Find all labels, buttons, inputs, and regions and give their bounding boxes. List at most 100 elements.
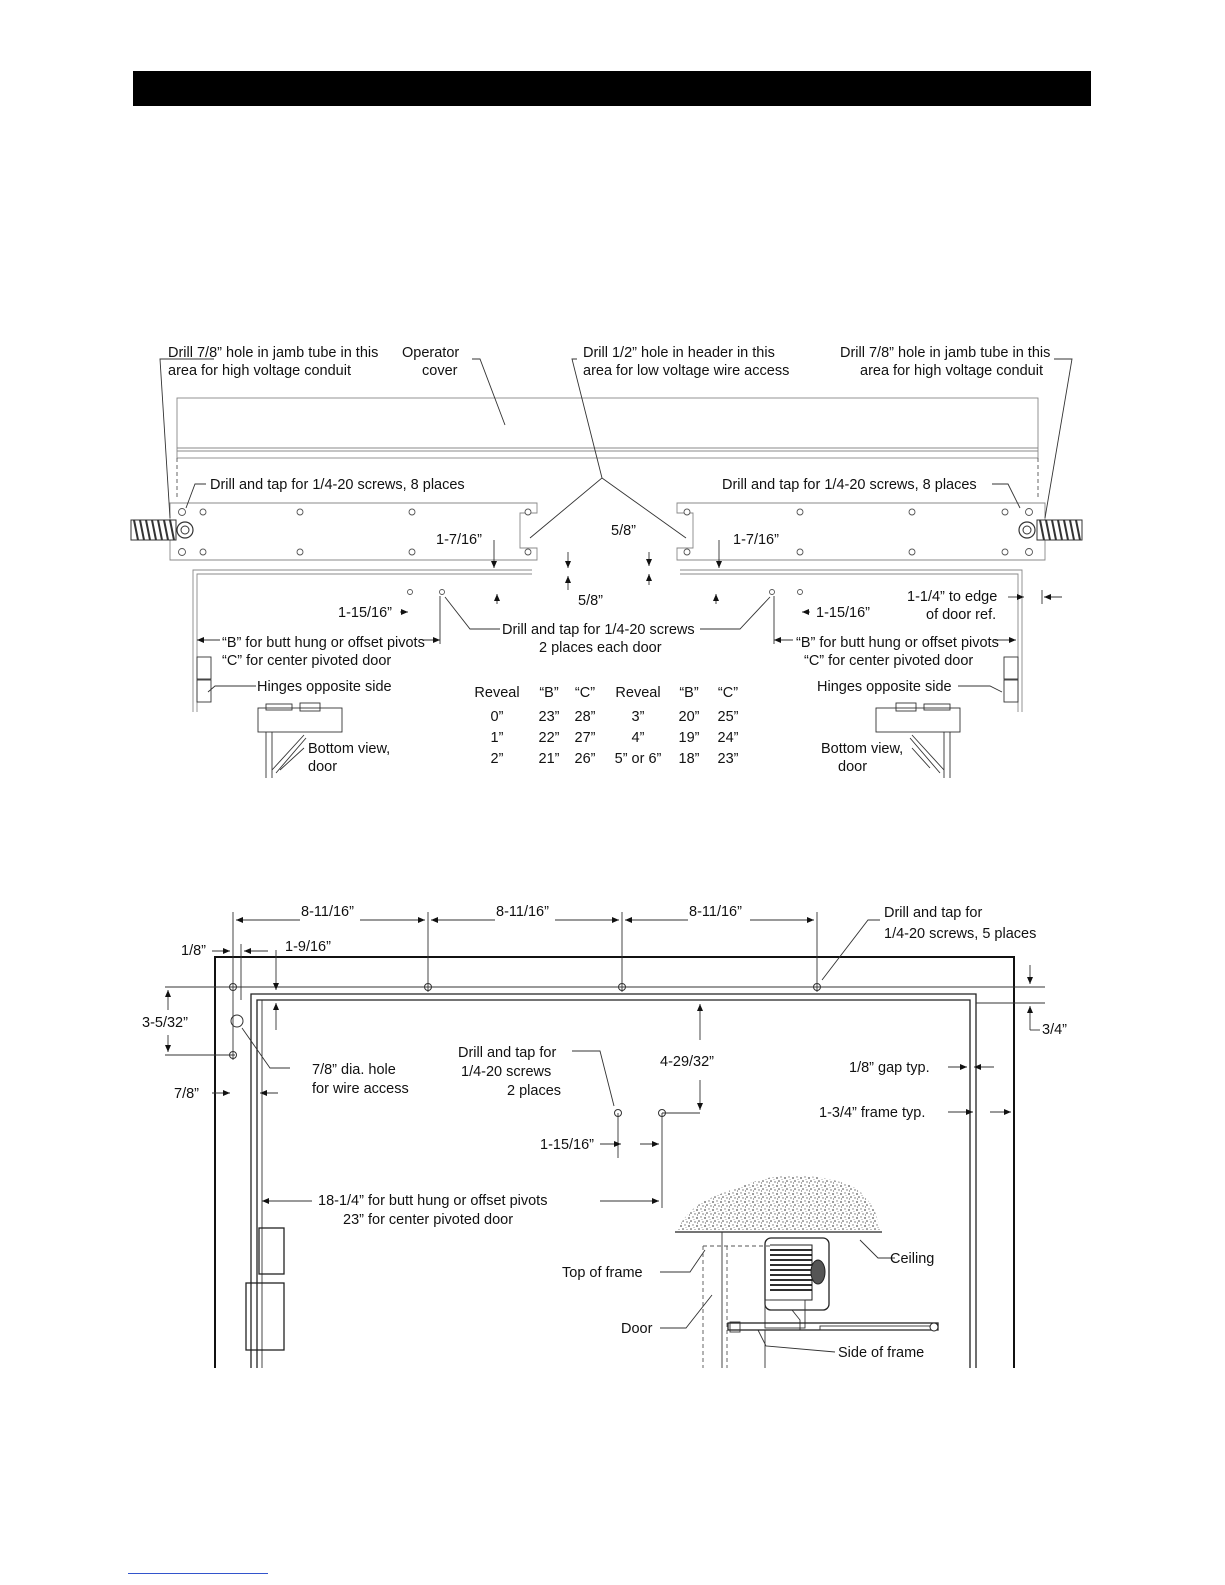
leader-operator-cover (472, 358, 506, 426)
dim-4-29-32-label: 4-29/32” (660, 1054, 714, 1070)
reveal-cell: 3” (632, 709, 645, 725)
reveal-cell: 18” (679, 751, 700, 767)
bottom-view-left-line1: Bottom view, (308, 741, 390, 757)
drill-tap-5-line2: 1/4-20 screws, 5 places (884, 926, 1036, 942)
dim-5-8-upper-label: 5/8” (611, 523, 636, 539)
jamb-hole-gear-left (176, 521, 194, 539)
b-c-right-line1: “B” for butt hung or offset pivots (796, 635, 999, 651)
dim-edge-line1: 1-1/4” to edge (907, 589, 997, 605)
callout-jamb-left-line2: area for high voltage conduit (168, 363, 351, 379)
door-arm-screw-holes (614, 1109, 666, 1117)
reveal-cell: 27” (575, 730, 596, 746)
reveal-cell: 22” (539, 730, 560, 746)
wire-hole-line2: for wire access (312, 1081, 409, 1097)
operator-unit (764, 1237, 830, 1311)
dim-3-4-label: 3/4” (1042, 1022, 1067, 1038)
leader-wire-hole (241, 1027, 290, 1069)
reveal-cell: 19” (679, 730, 700, 746)
drill-tap-left-label: Drill and tap for 1/4-20 screws, 8 place… (210, 477, 465, 493)
operator-inset-illustration (675, 1175, 939, 1368)
plate-screw-holes (178, 508, 1033, 556)
hinge-lower (245, 1282, 285, 1351)
drill-tap-2-line3: 2 places (507, 1083, 561, 1099)
drill-tap-right-label: Drill and tap for 1/4-20 screws, 8 place… (722, 477, 977, 493)
bottom-view-door-right (875, 702, 961, 778)
frame-outer (214, 956, 1015, 1368)
reveal-header-cell: “B” (539, 685, 559, 701)
dim-1-15-16-right-label: 1-15/16” (816, 605, 870, 621)
dim-1-15-16-left-label: 1-15/16” (338, 605, 392, 621)
hinge-right-lower (1003, 679, 1019, 703)
wire-hole-line1: 7/8” dia. hole (312, 1062, 396, 1078)
drill-tap-door-line1: Drill and tap for 1/4-20 screws (502, 622, 695, 638)
leader-door (660, 1294, 713, 1329)
dim-spacing-3: 8-11/16” (689, 904, 742, 920)
reveal-table: Reveal “B” “C” Reveal “B” “C” 0” 23” 28”… (474, 685, 738, 767)
dim-spacing-1: 8-11/16” (301, 904, 354, 920)
drill-tap-door-line2: 2 places each door (539, 640, 662, 656)
reveal-cell: 4” (632, 730, 645, 746)
butt-hung-line1: 18-1/4” for butt hung or offset pivots (318, 1193, 547, 1209)
drill-tap-2-line1: Drill and tap for (458, 1045, 556, 1061)
dim-7-8-label: 7/8” (174, 1086, 199, 1102)
callout-operator-cover-line2: cover (422, 363, 458, 379)
wire-access-hole (230, 1014, 244, 1028)
dim-5-8-lower-label: 5/8” (578, 593, 603, 609)
operator-cover (176, 397, 1039, 459)
door-label: Door (621, 1321, 653, 1337)
bottom-view-door-left (257, 702, 343, 778)
drill-tap-2-line2: 1/4-20 screws (461, 1064, 551, 1080)
reveal-header-cell: “C” (575, 685, 595, 701)
side-of-frame-label: Side of frame (838, 1345, 924, 1361)
dim-3-5-32-label: 3-5/32” (142, 1015, 188, 1031)
leader-door-drill-left (444, 596, 500, 630)
butt-hung-line2: 23” for center pivoted door (343, 1212, 513, 1228)
leader-jamb-left (159, 358, 214, 519)
bottom-view-left-line2: door (308, 759, 337, 775)
reveal-cell: 26” (575, 751, 596, 767)
top-of-frame-label: Top of frame (562, 1265, 643, 1281)
conduit-left (130, 519, 177, 541)
reveal-header-cell: Reveal (474, 685, 519, 701)
reveal-cell: 2” (491, 751, 504, 767)
drill-tap-5-line1: Drill and tap for (884, 905, 982, 921)
reveal-cell: 0” (491, 709, 504, 725)
hinge-left-lower (196, 679, 212, 703)
leader-top-of-frame (660, 1249, 706, 1273)
dim-1-9-16-label: 1-9/16” (285, 939, 331, 955)
callout-header-hole-line2: area for low voltage wire access (583, 363, 789, 379)
b-c-left-line1: “B” for butt hung or offset pivots (222, 635, 425, 651)
leader-drill-tap-5 (821, 919, 880, 981)
leader-door-drill-right (700, 596, 771, 630)
dim-1-7-16-right-label: 1-7/16” (733, 532, 779, 548)
operator-arm (727, 1322, 939, 1331)
leader-header-hole (529, 358, 687, 539)
hinge-right-upper (1003, 656, 1019, 680)
callout-header-hole-line1: Drill 1/2” hole in header in this (583, 345, 775, 361)
top-diagram: Drill 7/8” hole in jamb tube in this are… (130, 345, 1083, 778)
section-header-bar (133, 71, 1091, 106)
dim-spacing-2: 8-11/16” (496, 904, 549, 920)
reveal-cell: 23” (539, 709, 560, 725)
leader-side-of-frame (757, 1329, 836, 1353)
callout-operator-cover-line1: Operator (402, 345, 459, 361)
leader-drill-tap-right (992, 483, 1021, 509)
leader-hinge-left (207, 685, 256, 693)
bottom-view-right-line2: door (838, 759, 867, 775)
reveal-cell: 24” (718, 730, 739, 746)
hinges-right-label: Hinges opposite side (817, 679, 952, 695)
reveal-cell: 28” (575, 709, 596, 725)
callout-jamb-right-line1: Drill 7/8” hole in jamb tube in this (840, 345, 1050, 361)
jamb-hole-gear-right (1018, 521, 1036, 539)
dim-1-8-label: 1/8” (181, 943, 206, 959)
leader-drill-tap-left (185, 483, 206, 509)
reveal-header-cell: Reveal (615, 685, 660, 701)
reveal-cell: 20” (679, 709, 700, 725)
reveal-cell: 25” (718, 709, 739, 725)
hinge-upper (258, 1227, 285, 1275)
footer-link-underline[interactable] (128, 1573, 268, 1574)
header-plate-left (169, 502, 538, 561)
dim-edge-line2: of door ref. (926, 607, 996, 623)
reveal-cell: 5” or 6” (615, 751, 662, 767)
